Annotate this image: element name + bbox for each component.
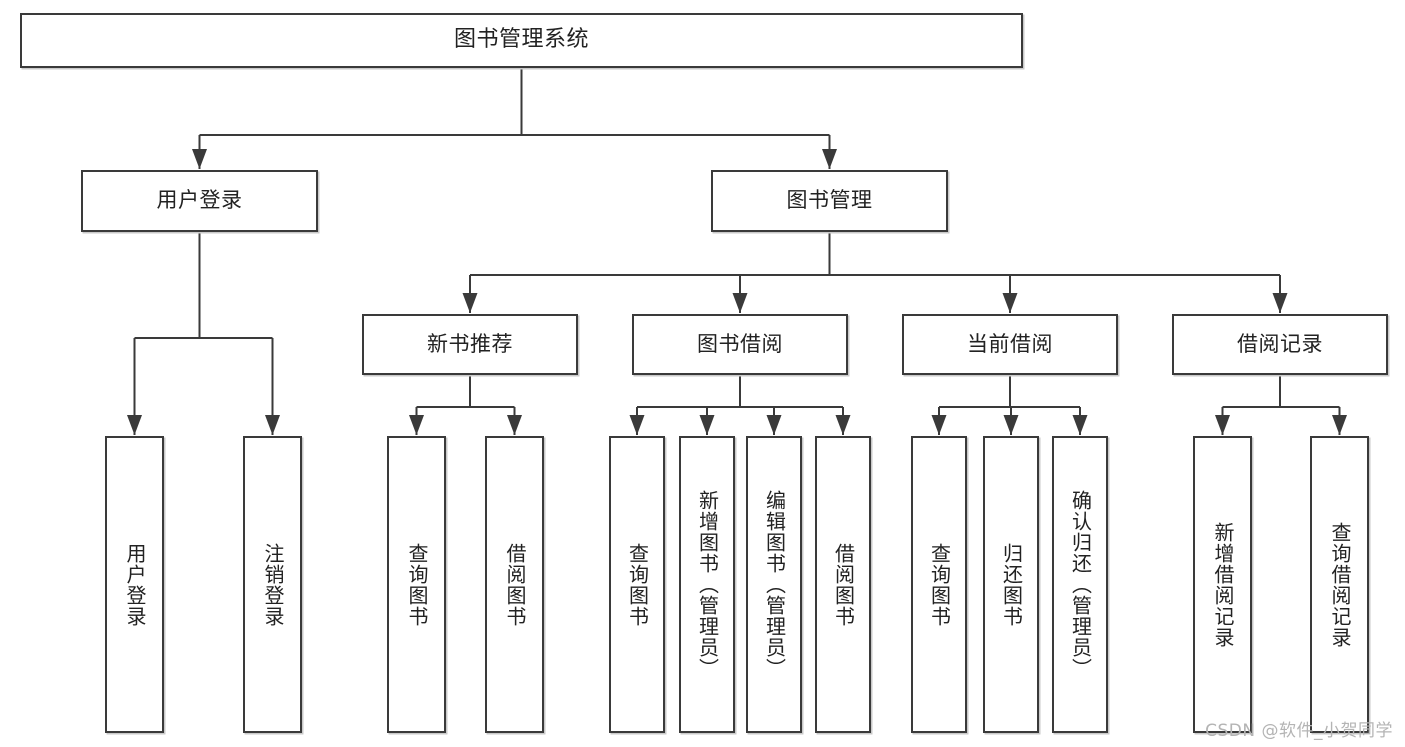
node-user-login[interactable]: 用户登录 (81, 170, 318, 232)
node-current-borrow[interactable]: 当前借阅 (902, 314, 1118, 375)
node-label: 新增图书（管理员） (695, 490, 720, 679)
arrowhead-icon (699, 415, 715, 435)
node-root[interactable]: 图书管理系统 (20, 13, 1023, 68)
node-label: 借阅记录 (1237, 331, 1323, 356)
node-label: 新增借阅记录 (1211, 521, 1235, 648)
arrowhead-icon (822, 149, 837, 169)
node-label: 查询图书 (927, 542, 952, 627)
watermark-text: CSDN @软件_小贺同学 (1205, 721, 1393, 741)
node-leaf-query-book-1[interactable]: 查询图书 (387, 436, 446, 733)
node-label: 归还图书 (999, 542, 1024, 627)
arrowhead-icon (127, 415, 142, 435)
node-book-manage[interactable]: 图书管理 (711, 170, 948, 232)
node-leaf-borrow-book-1[interactable]: 借阅图书 (485, 436, 544, 733)
node-leaf-add-record[interactable]: 新增借阅记录 (1193, 436, 1252, 733)
arrowhead-icon (766, 415, 782, 435)
node-leaf-logout[interactable]: 注销登录 (243, 436, 302, 733)
node-label: 当前借阅 (967, 331, 1053, 356)
node-label: 图书管理系统 (453, 27, 589, 53)
node-leaf-query-book-3[interactable]: 查询图书 (911, 436, 967, 733)
node-label: 查询图书 (405, 542, 429, 627)
node-label: 确认归还（管理员） (1068, 490, 1093, 679)
node-leaf-return-book[interactable]: 归还图书 (983, 436, 1039, 733)
node-leaf-borrow-book-2[interactable]: 借阅图书 (815, 436, 871, 733)
node-label: 注销登录 (261, 542, 285, 627)
node-leaf-edit-book[interactable]: 编辑图书（管理员） (746, 436, 802, 733)
arrowhead-icon (507, 415, 522, 435)
arrowhead-icon (1272, 293, 1288, 313)
arrowhead-icon (931, 415, 947, 435)
node-leaf-query-book-2[interactable]: 查询图书 (609, 436, 665, 733)
node-label: 查询借阅记录 (1328, 521, 1352, 648)
node-label: 借阅图书 (831, 542, 856, 627)
arrowhead-icon (629, 415, 645, 435)
node-leaf-confirm-return[interactable]: 确认归还（管理员） (1052, 436, 1108, 733)
node-label: 用户登录 (123, 542, 147, 627)
node-label: 新书推荐 (427, 331, 513, 356)
arrowhead-icon (192, 149, 207, 169)
arrowhead-icon (1332, 415, 1347, 435)
arrowhead-icon (732, 293, 748, 313)
node-label: 图书借阅 (697, 331, 783, 356)
node-book-borrow[interactable]: 图书借阅 (632, 314, 848, 375)
node-new-book-rec[interactable]: 新书推荐 (362, 314, 578, 375)
arrowhead-icon (265, 415, 280, 435)
arrowhead-icon (1003, 415, 1019, 435)
arrowhead-icon (835, 415, 851, 435)
node-borrow-record[interactable]: 借阅记录 (1172, 314, 1388, 375)
node-label: 借阅图书 (503, 542, 527, 627)
arrowhead-icon (462, 293, 478, 313)
arrowhead-icon (409, 415, 424, 435)
node-label: 图书管理 (786, 188, 873, 213)
node-label: 用户登录 (156, 188, 243, 213)
arrowhead-icon (1002, 293, 1018, 313)
arrowhead-icon (1072, 415, 1088, 435)
node-label: 查询图书 (625, 542, 650, 627)
node-label: 编辑图书（管理员） (762, 490, 787, 679)
node-leaf-query-record[interactable]: 查询借阅记录 (1310, 436, 1369, 733)
arrowhead-icon (1215, 415, 1230, 435)
node-leaf-user-login[interactable]: 用户登录 (105, 436, 164, 733)
node-leaf-add-book[interactable]: 新增图书（管理员） (679, 436, 735, 733)
